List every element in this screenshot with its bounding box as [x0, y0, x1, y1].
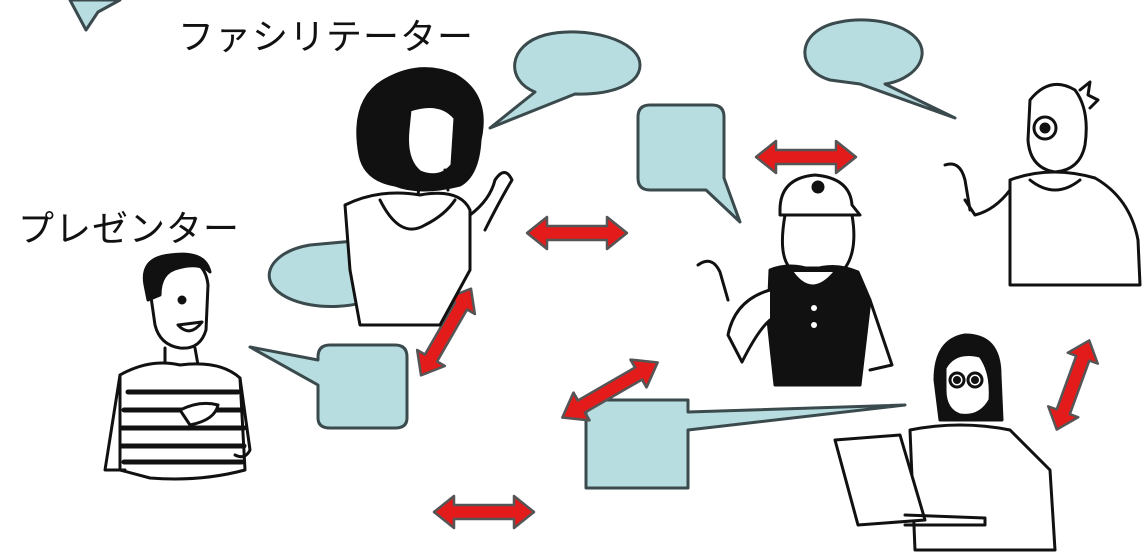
speech-bubble-square-presenter [248, 343, 409, 430]
girl-with-cap-figure [696, 173, 894, 387]
speech-bubble-oval-facilitator [488, 30, 642, 130]
double-arrow-middle [525, 215, 629, 251]
speech-bubble-corner [68, 0, 122, 32]
one-eyed-man-figure [943, 80, 1142, 287]
presenter-label: プレゼンター [18, 209, 241, 250]
speech-bubble-oval-topright [803, 18, 957, 120]
speech-bubble-square-top [636, 103, 742, 224]
double-arrow-bottom [432, 494, 536, 530]
double-arrow-right [1040, 333, 1106, 437]
presenter-person-figure [103, 252, 252, 481]
facilitator-label: ファシリテーター [178, 17, 475, 58]
facilitator-person-figure [343, 67, 514, 327]
speech-bubble-square-bottom [584, 398, 907, 490]
woman-with-laptop-figure [833, 333, 1057, 552]
double-arrow-top [754, 139, 858, 175]
